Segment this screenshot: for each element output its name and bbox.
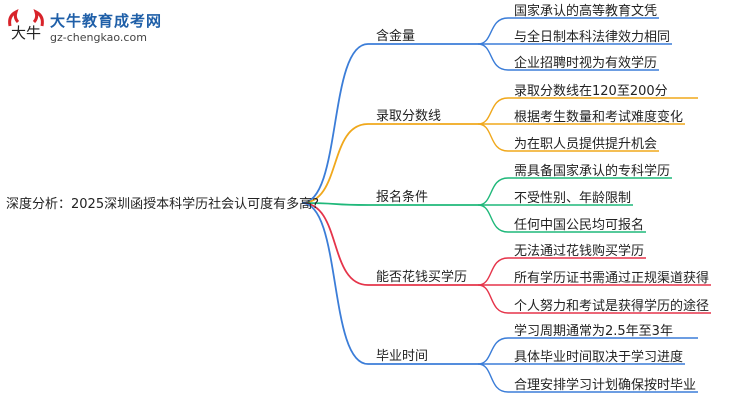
leaf-connector — [477, 257, 509, 286]
leaf-connector — [477, 123, 509, 152]
leaf-label: 无法通过花钱购买学历 — [514, 244, 645, 259]
root-connector — [301, 202, 369, 206]
root-connector — [301, 123, 369, 204]
leaf-connector — [477, 284, 509, 314]
leaf-label: 国家承认的高等教育文凭 — [514, 4, 658, 19]
leaf-connector — [477, 17, 509, 45]
branch-label: 录取分数线 — [376, 109, 442, 124]
branch-label: 报名条件 — [376, 190, 429, 205]
branch-label: 毕业时间 — [376, 349, 429, 364]
branch-label: 含金量 — [376, 29, 416, 44]
leaf-label: 与全日制本科法律效力相同 — [514, 30, 671, 45]
leaf-label: 任何中国公民均可报名 — [514, 218, 645, 233]
root-connector — [301, 43, 369, 204]
logo-url: gz-chengkao.com — [50, 31, 147, 44]
leaf-label: 所有学历证书需通过正规渠道获得 — [514, 271, 710, 286]
leaf-label: 需具备国家承认的专科学历 — [514, 164, 671, 179]
root-connector — [301, 202, 369, 365]
leaf-label: 录取分数线在120至200分 — [514, 84, 668, 99]
leaf-label: 为在职人员提供提升机会 — [514, 137, 658, 152]
root-connector — [301, 202, 369, 286]
leaf-connector — [477, 97, 509, 125]
root-topic: 深度分析：2025深圳函授本科学历社会认可度有多高? — [6, 197, 319, 212]
leaf-connector — [477, 363, 509, 393]
leaf-label: 具体毕业时间取决于学习进度 — [514, 350, 684, 365]
leaf-label: 企业招聘时视为有效学历 — [514, 56, 658, 71]
leaf-label: 合理安排学习计划确保按时毕业 — [514, 378, 697, 393]
leaf-connector — [477, 337, 509, 365]
leaf-label: 学习周期通常为2.5年至3年 — [514, 324, 673, 339]
leaf-label: 个人努力和考试是获得学历的途径 — [514, 299, 710, 314]
logo-mark-text: 大牛 — [11, 24, 41, 42]
branch-label: 能否花钱买学历 — [376, 270, 468, 285]
leaf-connector — [477, 43, 509, 71]
leaf-label: 根据考生数量和考试难度变化 — [514, 110, 684, 125]
leaf-connector — [477, 204, 509, 233]
site-logo: 大牛 大牛教育成考网 gz-chengkao.com — [6, 6, 176, 50]
bull-logo-icon: 大牛 — [8, 9, 44, 42]
leaf-connector — [477, 177, 509, 206]
leaf-label: 不受性别、年龄限制 — [514, 191, 632, 206]
logo-title: 大牛教育成考网 — [50, 12, 163, 30]
